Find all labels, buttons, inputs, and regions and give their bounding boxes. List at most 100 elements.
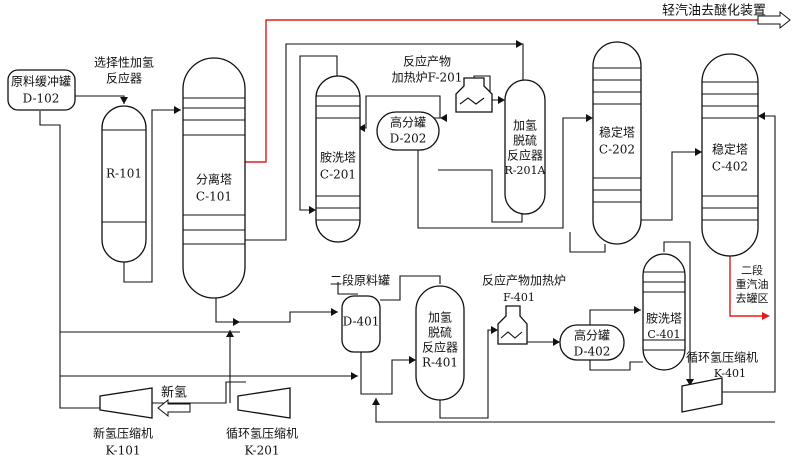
compressor-k101	[99, 387, 153, 419]
label-c402-tag: C-402	[712, 160, 748, 174]
arrow-r201a-in	[498, 96, 505, 104]
label-k101-tag: K-101	[105, 444, 140, 458]
label-d401-tag: D-401	[343, 315, 380, 329]
arrow-r401-in	[409, 356, 416, 364]
product-out-arrow	[757, 10, 791, 30]
label-r401-tag: R-401	[422, 356, 458, 370]
arrow-c201-in	[309, 206, 316, 214]
label-c201-tag: C-201	[320, 168, 356, 182]
pipe-d401-r401	[337, 275, 441, 301]
arrow-d401-return	[372, 398, 380, 405]
arrow-d401-in	[331, 308, 338, 316]
arrow-f401-in	[491, 326, 498, 334]
pipe-d401-bottom	[360, 352, 416, 395]
vessel-d202	[376, 111, 440, 151]
label-c402-name: 稳定塔	[712, 142, 748, 157]
label-r101-caption-1: 选择性加氢	[94, 55, 154, 70]
column-c202	[592, 41, 642, 245]
reactor-r401	[415, 285, 465, 401]
label-d402-tag: D-402	[574, 345, 611, 359]
label-c101-tag: C-101	[196, 190, 232, 204]
label-c202-name: 稳定塔	[599, 125, 635, 140]
arrow-c101-in	[174, 106, 181, 114]
label-r101-caption-2: 反应器	[106, 71, 142, 86]
label-r401-name-1: 加氢	[428, 310, 452, 325]
pipe-c101-c201	[245, 43, 524, 241]
pipe-d102-down	[39, 111, 100, 409]
label-d102-name: 原料缓冲罐	[11, 74, 71, 89]
reactor-r101	[101, 105, 147, 263]
pipe-c202-c402	[569, 232, 606, 253]
label-h2-in: 新氢	[161, 385, 187, 401]
arrow-d402-in	[553, 338, 560, 346]
label-k401-tag: K-401	[714, 367, 746, 380]
furnace-f401	[497, 305, 528, 345]
label-r201a-tag: R-201A	[505, 164, 547, 177]
label-d102-tag: D-102	[23, 92, 60, 106]
pipe-r201a-bottom	[438, 169, 523, 223]
arrow-header2	[351, 372, 358, 380]
label-c401-name: 胺洗塔	[646, 312, 682, 326]
label-k201-tag: K-201	[244, 444, 279, 458]
label-f201-caption-1: 反应产物	[403, 54, 451, 69]
label-d202-tag: D-202	[390, 132, 427, 146]
pipe-c201-d202	[299, 55, 338, 211]
label-product-out: 轻汽油去醚化装置	[662, 4, 766, 19]
arrow-c101-bottom	[233, 318, 240, 326]
column-c401	[642, 253, 686, 371]
label-d402-name: 高分罐	[574, 328, 610, 343]
column-c201	[315, 75, 361, 243]
arrow-r201a-top	[516, 40, 523, 48]
pipe-k101-k201	[152, 381, 246, 404]
arrow-c202-in	[586, 114, 593, 122]
compressor-k401	[681, 377, 723, 413]
label-k401-caption: 循环氢压缩机	[686, 350, 758, 365]
pipe-c402-in	[640, 151, 702, 221]
label-f401-tag: F-401	[503, 291, 535, 304]
arrow-c402-in	[695, 148, 702, 156]
arrow-k401-in	[686, 379, 694, 386]
pipe-k401-return	[722, 115, 776, 393]
label-r201a-name-1: 加氢	[513, 118, 537, 133]
pipe-r101-c101	[123, 109, 181, 283]
vessel-d401	[341, 295, 381, 353]
arrow-header-up	[226, 330, 234, 337]
label-d202-name: 高分罐	[390, 115, 426, 130]
column-c402	[701, 53, 759, 257]
label-c201-name: 胺洗塔	[320, 151, 356, 165]
label-r401-name-3: 反应器	[422, 340, 458, 355]
label-f201-caption-2: 加热炉F-201	[392, 71, 463, 85]
arrow-r101-in	[120, 97, 128, 104]
label-r201a-name-2: 脱硫	[513, 133, 537, 148]
arrow-d202-out	[358, 124, 365, 132]
vessel-d102	[7, 69, 76, 111]
furnace-f201	[455, 77, 493, 113]
arrow-c402-return	[758, 112, 765, 120]
pipe-d402-c401	[589, 309, 641, 325]
arrow-f201-in	[440, 114, 447, 122]
label-c101-name: 分离塔	[196, 172, 232, 187]
label-r401-name-2: 脱硫	[428, 325, 452, 340]
label-heavy-out-2: 重汽油	[736, 277, 769, 291]
pipe-heavy-gasoline	[729, 256, 764, 317]
pipe-d402-bottom	[589, 360, 643, 371]
reactor-r201a	[504, 79, 546, 215]
h2-in-arrow	[157, 398, 191, 418]
label-r101-tag: R-101	[106, 167, 142, 181]
label-k101-name: 新氢压缩机	[93, 426, 153, 441]
label-heavy-out-3: 去罐区	[736, 292, 769, 305]
arrow-heavy-out	[762, 312, 770, 320]
pipe-d102-r101	[75, 95, 125, 104]
pipe-c401-top	[663, 241, 691, 386]
label-c401-tag: C-401	[647, 328, 680, 341]
label-k201-name: 循环氢压缩机	[226, 426, 298, 441]
label-c202-tag: C-202	[599, 143, 635, 157]
label-heavy-out-1: 二段	[741, 263, 763, 277]
label-d401-caption: 二段原料罐	[330, 273, 390, 288]
arrow-c401-in	[634, 306, 641, 314]
label-r201a-name-3: 反应器	[507, 148, 543, 163]
pipe-light-gasoline	[245, 19, 758, 163]
vessel-d402	[559, 324, 625, 361]
compressor-k201	[237, 387, 291, 419]
